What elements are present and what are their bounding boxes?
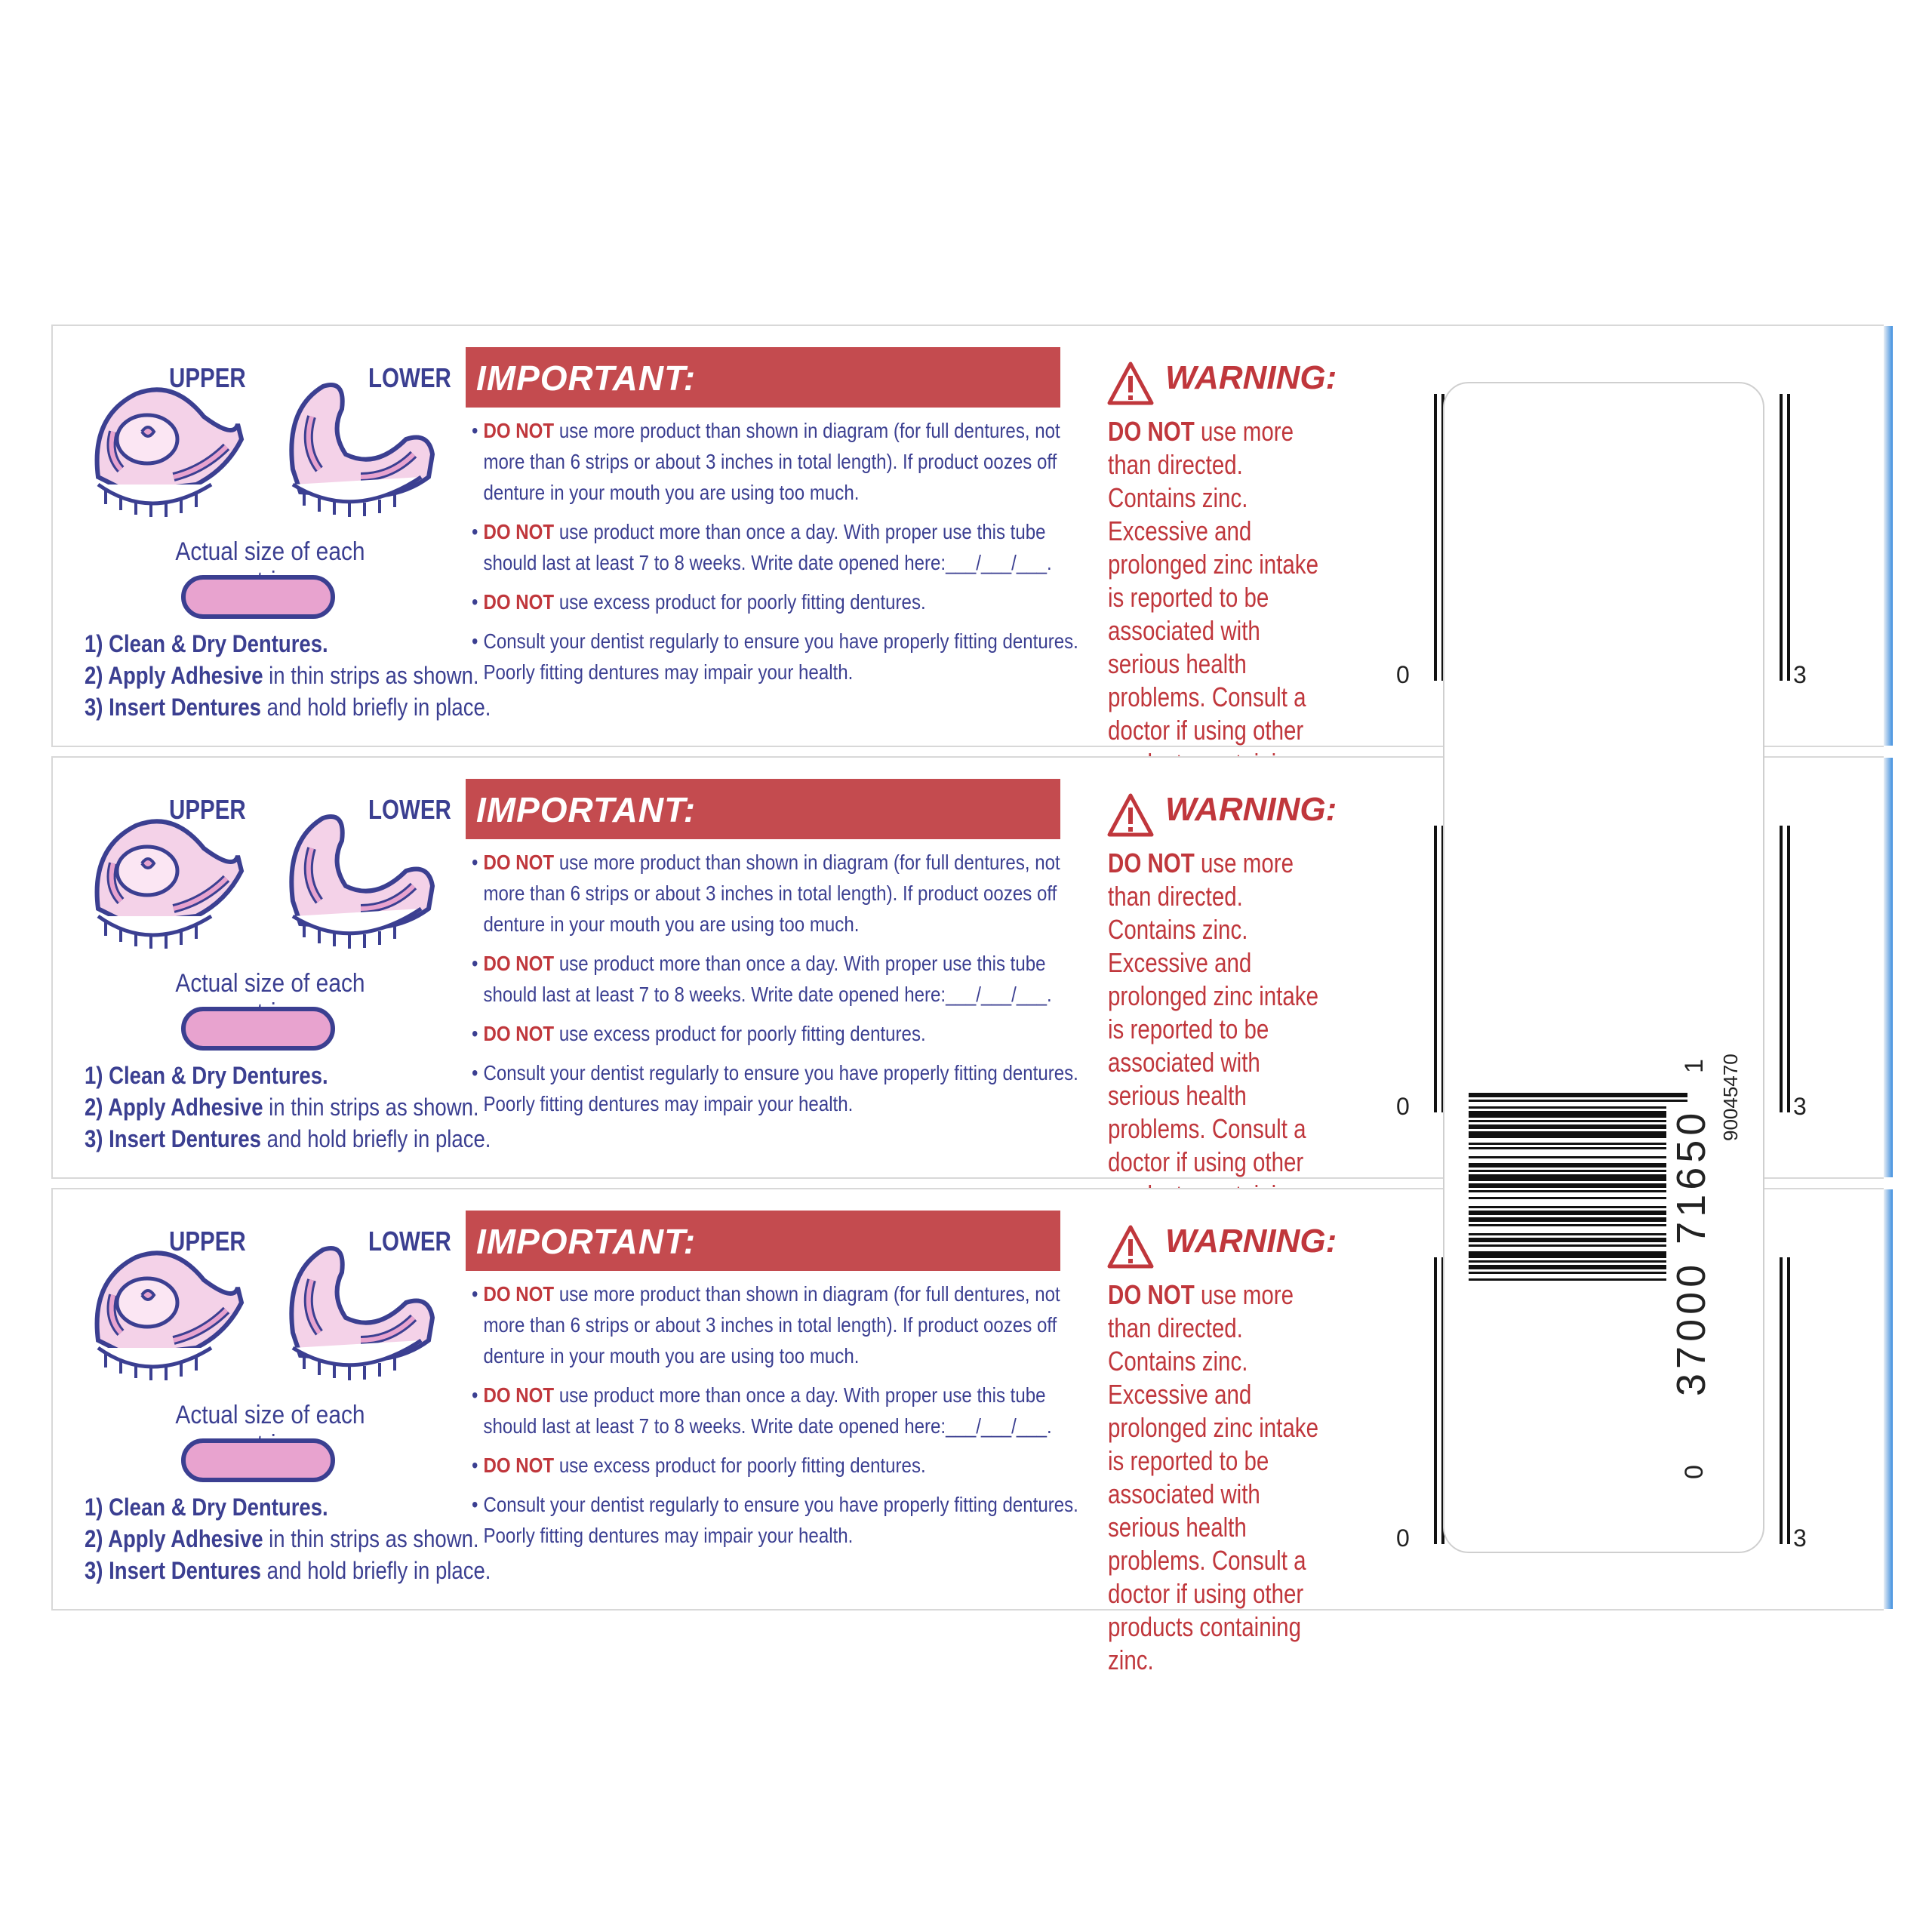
lower-label: LOWER [368,362,451,393]
important-header: IMPORTANT: [466,779,1060,839]
important-item: •Consult your dentist regularly to ensur… [472,1493,1078,1547]
important-item: •DO NOT use excess product for poorly fi… [472,590,926,614]
step-line: 3) Insert Dentures and hold briefly in p… [85,1125,491,1152]
barcode-small-code: 90045470 [1719,1054,1742,1141]
warning-text: DO NOT use more than directed. Contains … [1108,416,1318,812]
important-item: •DO NOT use more product than shown in d… [472,851,1060,936]
carton-edge [1884,1189,1893,1609]
upper-label: UPPER [169,1226,246,1257]
lower-label: LOWER [368,794,451,825]
important-header: IMPORTANT: [466,347,1060,408]
important-list: •DO NOT use more product than shown in d… [472,1278,1078,1559]
edge-digit-right: 3 [1793,661,1807,688]
blank-label-area [1443,382,1764,1553]
lower-denture-icon [289,383,435,517]
guard-bars-right [1780,1257,1790,1544]
step-line: 3) Insert Dentures and hold briefly in p… [85,694,491,721]
barcode-leading-digit: 0 [1680,1460,1709,1479]
step-line: 2) Apply Adhesive in thin strips as show… [85,1094,479,1121]
warning-title: WARNING: [1165,791,1337,828]
edge-digit-left: 0 [1396,1093,1410,1120]
lower-denture-icon [289,1246,435,1380]
step-line: 2) Apply Adhesive in thin strips as show… [85,1525,479,1552]
guard-bars-right [1780,394,1790,681]
important-title: IMPORTANT: [476,358,697,398]
barcode-trailing-digit: 1 [1680,1054,1709,1073]
important-title: IMPORTANT: [476,1222,697,1261]
upper-denture-icon [94,819,245,949]
strip-size-sample [181,1007,335,1051]
step-line: 1) Clean & Dry Dentures. [85,1494,328,1521]
upper-label: UPPER [169,794,246,825]
warning-text: DO NOT use more than directed. Contains … [1108,1279,1318,1675]
edge-digit-right: 3 [1793,1524,1807,1552]
step-line: 3) Insert Dentures and hold briefly in p… [85,1557,491,1584]
important-list: •DO NOT use more product than shown in d… [472,847,1078,1128]
carton-edge [1884,758,1893,1177]
warning-title: WARNING: [1165,1223,1337,1260]
strip-size-sample [181,575,335,619]
important-list: •DO NOT use more product than shown in d… [472,415,1078,696]
step-line: 1) Clean & Dry Dentures. [85,630,328,657]
edge-digit-right: 3 [1793,1093,1807,1120]
usage-steps: 1) Clean & Dry Dentures. 2) Apply Adhesiv… [85,628,491,723]
warning-triangle-icon [1107,793,1154,837]
important-item: •Consult your dentist regularly to ensur… [472,1061,1078,1115]
important-header: IMPORTANT: [466,1211,1060,1271]
edge-digit-left: 0 [1396,661,1410,688]
important-item: •DO NOT use excess product for poorly fi… [472,1454,926,1477]
lower-label: LOWER [368,1226,451,1257]
important-item: •DO NOT use excess product for poorly fi… [472,1022,926,1045]
upper-label: UPPER [169,362,246,393]
warning-text: DO NOT use more than directed. Contains … [1108,848,1318,1244]
warning-triangle-icon [1107,1225,1154,1269]
important-item: •DO NOT use product more than once a day… [472,520,1052,574]
barcode-icon [1469,1093,1687,1281]
warning-title: WARNING: [1165,359,1337,396]
usage-steps: 1) Clean & Dry Dentures. 2) Apply Adhesiv… [85,1060,491,1155]
important-item: •DO NOT use product more than once a day… [472,952,1052,1006]
step-line: 1) Clean & Dry Dentures. [85,1062,328,1089]
important-item: •DO NOT use more product than shown in d… [472,1282,1060,1367]
lower-denture-icon [289,814,435,949]
upper-denture-icon [94,387,245,517]
barcode-number: 37000 71650 [1669,1108,1714,1396]
warning-triangle-icon [1107,361,1154,405]
important-item: •Consult your dentist regularly to ensur… [472,629,1078,684]
step-line: 2) Apply Adhesive in thin strips as show… [85,662,479,689]
important-title: IMPORTANT: [476,790,697,829]
important-item: •DO NOT use product more than once a day… [472,1383,1052,1438]
guard-bars-right [1780,826,1790,1112]
important-item: •DO NOT use more product than shown in d… [472,419,1060,504]
strip-size-sample [181,1438,335,1482]
edge-digit-left: 0 [1396,1524,1410,1552]
upper-denture-icon [94,1251,245,1380]
usage-steps: 1) Clean & Dry Dentures. 2) Apply Adhesiv… [85,1491,491,1586]
carton-edge [1884,326,1893,746]
